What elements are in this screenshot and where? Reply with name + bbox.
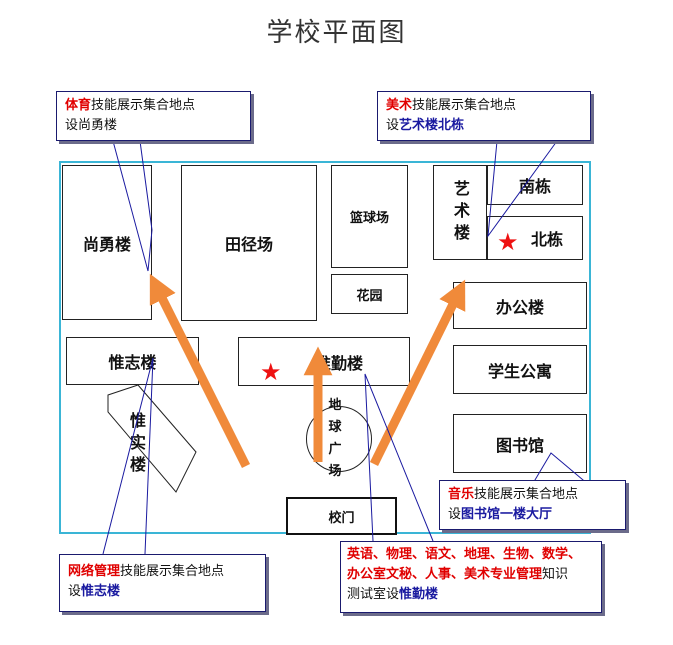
pointer-subjects [364, 373, 434, 542]
building-label: 地球广场 [328, 398, 350, 479]
callout-location: 惟勤楼 [399, 587, 439, 602]
building-school-gate[interactable]: 校门 [286, 497, 397, 535]
building-label: 艺术楼 [451, 179, 470, 246]
callout-music: 音乐技能展示集合地点 设图书馆一楼大厅 [439, 480, 626, 530]
callout-highlight: 美术 [386, 98, 413, 113]
callout-prefix: 测试室设 [347, 587, 400, 602]
callout-text: 技能展示集合地点 [120, 564, 225, 579]
callout-highlight: 网络管理 [68, 564, 121, 579]
building-label: 尚勇楼 [82, 234, 131, 254]
callout-network: 网络管理技能展示集合地点 设惟志楼 [59, 554, 266, 612]
callout-prefix: 设 [448, 507, 462, 522]
building-label: 篮球场 [349, 211, 389, 226]
building-label: 北栋 [530, 230, 563, 249]
callout-sports: 体育技能展示集合地点 设尚勇楼 [56, 91, 251, 141]
callout-location: 艺术楼北栋 [399, 118, 465, 133]
building-label: 惟实楼 [127, 412, 146, 478]
building-label: 校门 [328, 510, 355, 526]
building-label: 办公楼 [495, 297, 544, 317]
building-weishi[interactable]: 惟实楼 [121, 410, 151, 480]
building-shangyong[interactable]: 尚勇楼 [62, 165, 152, 320]
building-label: 图书馆 [495, 435, 544, 455]
building-garden[interactable]: 花园 [331, 274, 408, 314]
callout-text: 技能展示集合地点 [474, 487, 579, 502]
star-marker-weiqin: ★ [260, 358, 282, 386]
building-library[interactable]: 图书馆 [453, 414, 587, 473]
arrow-to-shangyong [149, 273, 251, 469]
callout-prefix: 设 [68, 584, 82, 599]
pointer-network [102, 357, 154, 555]
callout-text: 技能展示集合地点 [91, 98, 196, 113]
star-marker-north-wing: ★ [497, 228, 519, 256]
arrow-to-art [369, 279, 466, 466]
callout-highlight: 体育 [65, 98, 92, 113]
callout-art: 美术技能展示集合地点 设艺术楼北栋 [377, 91, 591, 141]
building-art[interactable]: 艺术楼 [433, 165, 487, 260]
callout-highlight: 办公室文秘、人事、美术专业管理 [347, 567, 543, 582]
callout-line2: 设尚勇楼 [65, 118, 118, 133]
callout-prefix: 设 [386, 118, 400, 133]
building-label: 田径场 [224, 235, 273, 254]
callout-text: 技能展示集合地点 [412, 98, 517, 113]
building-student-dorm[interactable]: 学生公寓 [453, 345, 587, 394]
building-label: 惟志楼 [108, 353, 157, 372]
page-title: 学校平面图 [266, 18, 407, 48]
callout-text: 知识 [542, 567, 569, 582]
callout-highlight: 英语、物理、语文、地理、生物、数学、 [347, 547, 582, 562]
building-north-wing[interactable]: 北栋 [487, 216, 583, 260]
callout-highlight: 音乐 [448, 487, 475, 502]
building-basketball-court[interactable]: 篮球场 [331, 165, 408, 268]
pointer-music [531, 452, 590, 486]
building-label: 学生公寓 [487, 361, 552, 381]
callout-location: 惟志楼 [81, 584, 121, 599]
callout-subjects: 英语、物理、语文、地理、生物、数学、 办公室文秘、人事、美术专业管理知识 测试室… [340, 541, 602, 613]
pointer-art [487, 140, 558, 238]
building-tianjing-field[interactable]: 田径场 [181, 165, 317, 321]
pointer-sports [112, 140, 153, 272]
callout-location: 图书馆一楼大厅 [461, 507, 553, 522]
building-weizhi[interactable]: 惟志楼 [66, 337, 199, 385]
building-label: 花园 [356, 288, 383, 304]
